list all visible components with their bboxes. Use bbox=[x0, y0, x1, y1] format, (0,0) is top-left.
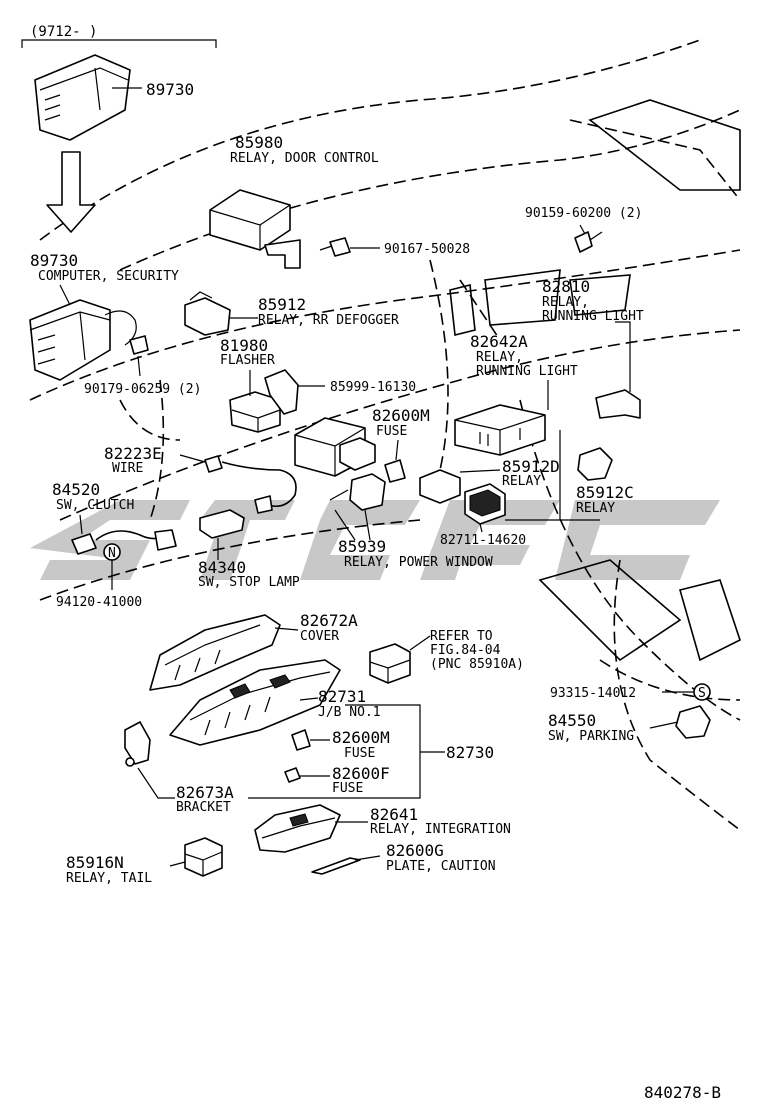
label-90159: 90159-60200 (2) bbox=[525, 206, 642, 221]
refer-relay bbox=[369, 643, 411, 684]
rr-defogger-relay bbox=[184, 291, 258, 336]
desc-85912: RELAY, RR DEFOGGER bbox=[258, 313, 399, 328]
label-93315: 93315-14012 bbox=[550, 686, 636, 701]
desc-85939: RELAY, POWER WINDOW bbox=[344, 555, 493, 570]
clutch-switch: N bbox=[71, 514, 177, 590]
label-84340: 84340 bbox=[198, 558, 246, 577]
desc-85912d: RELAY bbox=[502, 474, 541, 489]
desc-81980: FLASHER bbox=[220, 353, 275, 368]
desc-85980: RELAY, DOOR CONTROL bbox=[230, 151, 379, 166]
fuse-82600m-top bbox=[384, 439, 406, 483]
tail-relay bbox=[169, 837, 223, 877]
label-82711: 82711-14620 bbox=[440, 533, 526, 548]
desc-82731: J/B NO.1 bbox=[318, 705, 381, 720]
desc-89730: COMPUTER, SECURITY bbox=[38, 269, 179, 284]
fuse-82600f bbox=[284, 767, 330, 783]
label-81980: 81980 bbox=[220, 336, 268, 355]
label-94120: 94120-41000 bbox=[56, 595, 142, 610]
label-82731: 82731 bbox=[318, 687, 366, 706]
refer-line2: FIG.84-04 bbox=[430, 643, 501, 658]
desc-85912c: RELAY bbox=[576, 501, 615, 516]
junction-block bbox=[169, 659, 341, 746]
power-window-relay bbox=[334, 473, 386, 541]
label-82642a: 82642A bbox=[470, 332, 528, 351]
desc-82600m-top: FUSE bbox=[376, 424, 407, 439]
desc-82672a: COVER bbox=[300, 629, 339, 644]
s-marker: S bbox=[698, 686, 706, 701]
clip-90179 bbox=[129, 335, 149, 377]
figure-code: 840278-B bbox=[644, 1083, 721, 1102]
label-84520: 84520 bbox=[52, 480, 100, 499]
jb-bracket-group bbox=[248, 704, 445, 799]
fuse-82600m-lower bbox=[291, 729, 330, 751]
label-85916n: 85916N bbox=[66, 853, 124, 872]
desc-82642a-2: RUNNING LIGHT bbox=[476, 364, 578, 379]
stop-lamp-switch bbox=[199, 509, 245, 560]
wire-82223e bbox=[179, 454, 297, 514]
label-82223e: 82223E bbox=[104, 444, 162, 463]
desc-82223e: WIRE bbox=[112, 461, 143, 476]
label-85912d: 85912D bbox=[502, 457, 560, 476]
relay-block-center bbox=[294, 417, 376, 477]
vehicle-outline bbox=[29, 39, 741, 831]
label-82641: 82641 bbox=[370, 805, 418, 824]
leader-lines bbox=[329, 489, 600, 651]
desc-82600g: PLATE, CAUTION bbox=[386, 859, 496, 874]
bolt-90167 bbox=[319, 237, 380, 257]
running-light-relay-82810 bbox=[595, 321, 641, 419]
bracket-82673a bbox=[124, 721, 175, 799]
label-84550: 84550 bbox=[548, 711, 596, 730]
jb-cover bbox=[149, 614, 299, 691]
label-85912: 85912 bbox=[258, 295, 306, 314]
label-82730: 82730 bbox=[446, 743, 494, 762]
n-marker: N bbox=[108, 546, 116, 561]
label-82810: 82810 bbox=[542, 277, 590, 296]
label-89730-top: 89730 bbox=[146, 80, 194, 99]
label-82600m-top: 82600M bbox=[372, 406, 430, 425]
period-bracket: (9712- ) bbox=[21, 24, 217, 48]
desc-85916n: RELAY, TAIL bbox=[66, 871, 152, 886]
desc-82641: RELAY, INTEGRATION bbox=[370, 822, 511, 837]
door-control-relay bbox=[209, 189, 301, 269]
integration-relay bbox=[254, 804, 368, 853]
label-82673a: 82673A bbox=[176, 783, 234, 802]
label-82672a: 82672A bbox=[300, 611, 358, 630]
refer-line3: (PNC 85910A) bbox=[430, 657, 524, 672]
label-82600f: 82600F bbox=[332, 764, 390, 783]
label-85912c: 85912C bbox=[576, 483, 634, 502]
desc-84520: SW, CLUTCH bbox=[56, 498, 134, 513]
desc-84550: SW, PARKING bbox=[548, 729, 634, 744]
label-85939: 85939 bbox=[338, 537, 386, 556]
label-90179: 90179-06259 (2) bbox=[84, 382, 201, 397]
period-label: (9712- ) bbox=[30, 24, 97, 40]
desc-82810-2: RUNNING LIGHT bbox=[542, 309, 644, 324]
desc-82810: RELAY, bbox=[542, 295, 589, 310]
part-labels: 89730 85980 RELAY, DOOR CONTROL 90159-60… bbox=[30, 80, 721, 1102]
refer-line1: REFER TO bbox=[430, 629, 493, 644]
desc-82642a: RELAY, bbox=[476, 350, 523, 365]
desc-82673a: BRACKET bbox=[176, 800, 231, 815]
arrow-down-icon bbox=[46, 151, 96, 233]
bracket-85999 bbox=[264, 369, 325, 415]
label-85980: 85980 bbox=[235, 133, 283, 152]
caution-plate bbox=[311, 855, 381, 875]
security-computer bbox=[29, 284, 137, 381]
flasher bbox=[229, 370, 281, 433]
label-82600m-lower: 82600M bbox=[332, 728, 390, 747]
desc-84340: SW, STOP LAMP bbox=[198, 575, 300, 590]
label-85999: 85999-16130 bbox=[330, 380, 416, 395]
desc-82600f: FUSE bbox=[332, 781, 363, 796]
security-computer-module-top bbox=[34, 54, 142, 141]
label-82600g: 82600G bbox=[386, 841, 444, 860]
relay-85912c bbox=[464, 430, 613, 533]
label-89730: 89730 bbox=[30, 251, 78, 270]
relay-85912d bbox=[419, 469, 501, 504]
desc-82600m-lower: FUSE bbox=[344, 746, 375, 761]
parking-switch-group: S bbox=[649, 683, 711, 739]
running-light-relay-82642a bbox=[454, 380, 549, 456]
label-90167: 90167-50028 bbox=[384, 242, 470, 257]
bolt-90159 bbox=[574, 224, 603, 253]
